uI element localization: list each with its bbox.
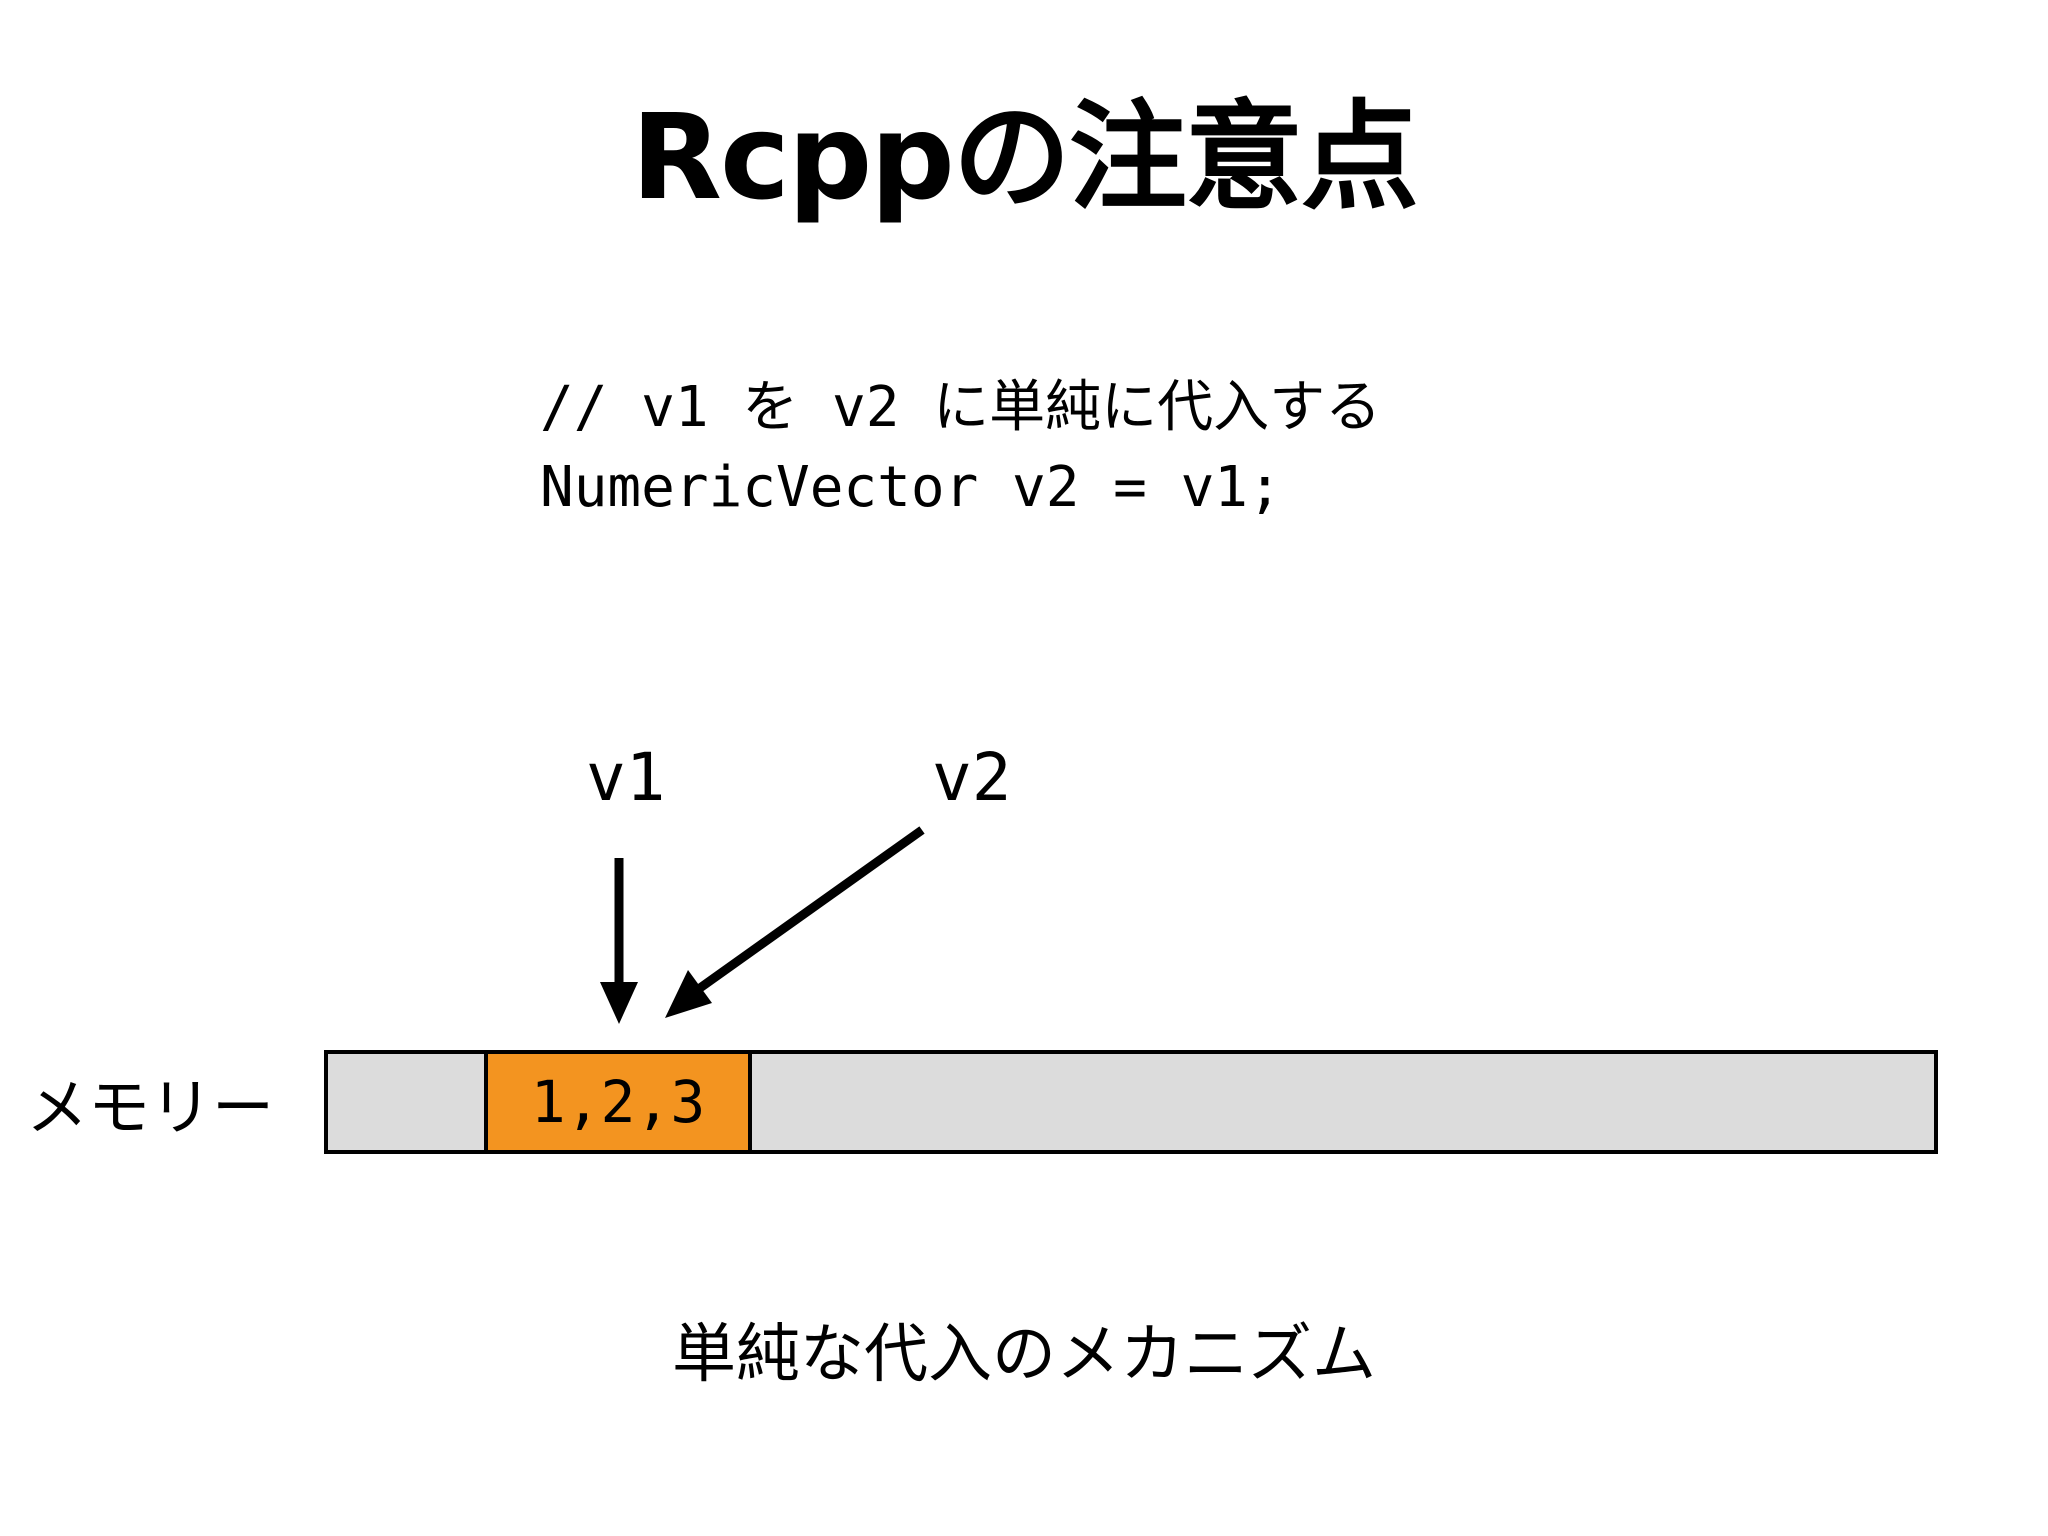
slide-title: Rcppの注意点 xyxy=(631,88,1419,226)
v1-label: v1 xyxy=(586,739,666,816)
v2-label: v2 xyxy=(932,739,1012,816)
memory-label: メモリー xyxy=(26,1071,275,1144)
v1-arrow xyxy=(600,858,638,1024)
memory-cell-empty xyxy=(328,1054,488,1150)
memory-cell-data: 1,2,3 xyxy=(484,1054,752,1150)
diagram-caption: 単純な代入のメカニズム xyxy=(672,1318,1376,1392)
code-statement: NumericVector v2 = v1; xyxy=(540,455,1282,520)
v2-arrow xyxy=(665,826,925,1018)
code-comment: // v1 を v2 に単純に代入する xyxy=(540,375,1382,440)
memory-bar: 1,2,3 xyxy=(324,1050,1938,1154)
